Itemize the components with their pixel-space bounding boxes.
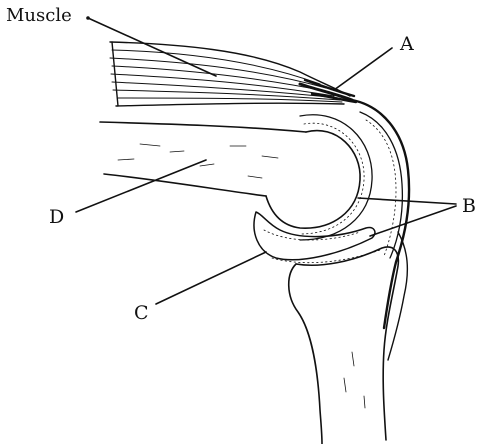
leader-a bbox=[334, 48, 392, 90]
femoral-condyle bbox=[266, 115, 372, 240]
leader-c bbox=[156, 252, 266, 304]
tibia bbox=[272, 247, 398, 444]
label-a: A bbox=[400, 35, 414, 54]
leader-d bbox=[76, 160, 206, 212]
muscle bbox=[110, 42, 356, 106]
leader-b-upper bbox=[358, 198, 456, 204]
label-d: D bbox=[49, 208, 64, 227]
meniscus bbox=[254, 212, 375, 260]
femur bbox=[100, 122, 306, 196]
leader-b-lower bbox=[370, 206, 456, 236]
label-c: C bbox=[134, 304, 149, 323]
muscle-dot bbox=[86, 16, 90, 20]
label-b: B bbox=[462, 197, 476, 216]
label-muscle: Muscle bbox=[6, 7, 72, 25]
